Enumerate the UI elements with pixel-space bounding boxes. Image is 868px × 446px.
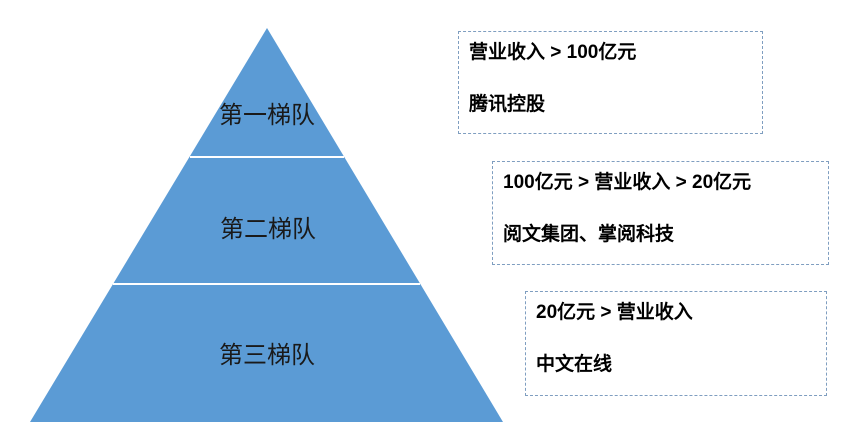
- tier-3-info-box: 20亿元 > 营业收入 中文在线: [525, 291, 827, 396]
- tier-2-info-box: 100亿元 > 营业收入 > 20亿元 阅文集团、掌阅科技: [492, 161, 829, 265]
- pyramid-shape: [30, 28, 503, 422]
- tier-2-criteria: 100亿元 > 营业收入 > 20亿元: [503, 172, 752, 193]
- tier-3-companies: 中文在线: [536, 354, 613, 375]
- tier-1-info-box: 营业收入 > 100亿元 腾讯控股: [458, 31, 763, 134]
- pyramid-tier-1-label: 第一梯队: [219, 102, 315, 129]
- tier-1-criteria: 营业收入 > 100亿元: [469, 42, 637, 63]
- tier-2-companies: 阅文集团、掌阅科技: [503, 224, 675, 245]
- tier-3-criteria: 20亿元 > 营业收入: [536, 302, 693, 323]
- pyramid-tier-2-label: 第二梯队: [220, 216, 316, 243]
- tier-1-companies: 腾讯控股: [469, 94, 546, 115]
- pyramid-tier-3-label: 第三梯队: [219, 342, 315, 369]
